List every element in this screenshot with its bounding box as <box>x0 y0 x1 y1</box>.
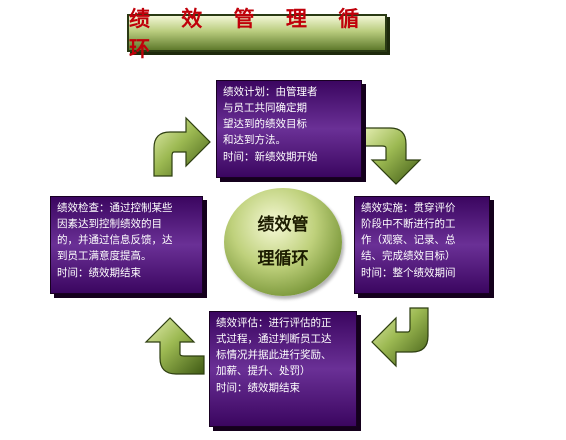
implement-description-line: 绩效实施：贯穿评价 <box>361 202 456 214</box>
implement-stage-card: 绩效实施：贯穿评价 阶段中不断进行的工 作（观察、记录、总 结、完成绩效目标） … <box>354 196 490 294</box>
center-cycle-circle: 绩效管 理循环 <box>224 188 342 296</box>
plan-description-line: 与员工共同确定期 <box>223 102 307 114</box>
evaluate-description-line: 绩效评估：进行评估的正 <box>216 317 332 329</box>
center-label-line-1: 绩效管 <box>257 215 309 235</box>
diagram-title: 绩 效 管 理 循 环 <box>127 6 387 61</box>
implement-description-line: 作（观察、记录、总 <box>361 234 456 246</box>
curved-arrow-down-left-icon <box>371 307 429 368</box>
evaluate-description-line: 标情况并据此进行奖励、 <box>216 349 332 361</box>
evaluate-time: 时间：绩效期结束 <box>216 382 300 394</box>
curved-arrow-up-left-icon <box>144 317 205 375</box>
implement-time: 时间：整个绩效期间 <box>361 267 456 279</box>
plan-stage-card: 绩效计划：由管理者 与员工共同确定期 望达到的绩效目标 和达到方法。 时间：新绩… <box>216 80 362 178</box>
plan-time: 时间：新绩效期开始 <box>223 151 318 163</box>
implement-description-line: 阶段中不断进行的工 <box>361 218 456 230</box>
evaluate-description-line: 加薪、提升、处罚） <box>216 365 311 377</box>
implement-description-line: 结、完成绩效目标） <box>361 250 456 262</box>
review-stage-card: 绩效检查：通过控制某些 因素达到控制绩效的目 的，并通过信息反馈，达 到员工满意… <box>50 196 203 294</box>
plan-description-line: 和达到方法。 <box>223 134 286 146</box>
review-description-line: 到员工满意度提高。 <box>57 250 152 262</box>
review-description-line: 因素达到控制绩效的目 <box>57 218 162 230</box>
curved-arrow-up-right-icon <box>153 116 211 177</box>
evaluate-description-line: 式过程，通过判断员工达 <box>216 333 332 345</box>
evaluate-stage-card: 绩效评估：进行评估的正 式过程，通过判断员工达 标情况并据此进行奖励、 加薪、提… <box>209 311 357 427</box>
review-description-line: 绩效检查：通过控制某些 <box>57 202 173 214</box>
plan-description-line: 绩效计划：由管理者 <box>223 86 318 98</box>
curved-arrow-down-right-icon <box>361 127 422 185</box>
review-time: 时间：绩效期结束 <box>57 267 141 279</box>
review-description-line: 的，并通过信息反馈，达 <box>57 234 173 246</box>
plan-description-line: 望达到的绩效目标 <box>223 118 307 130</box>
center-label-line-2: 理循环 <box>257 249 309 269</box>
